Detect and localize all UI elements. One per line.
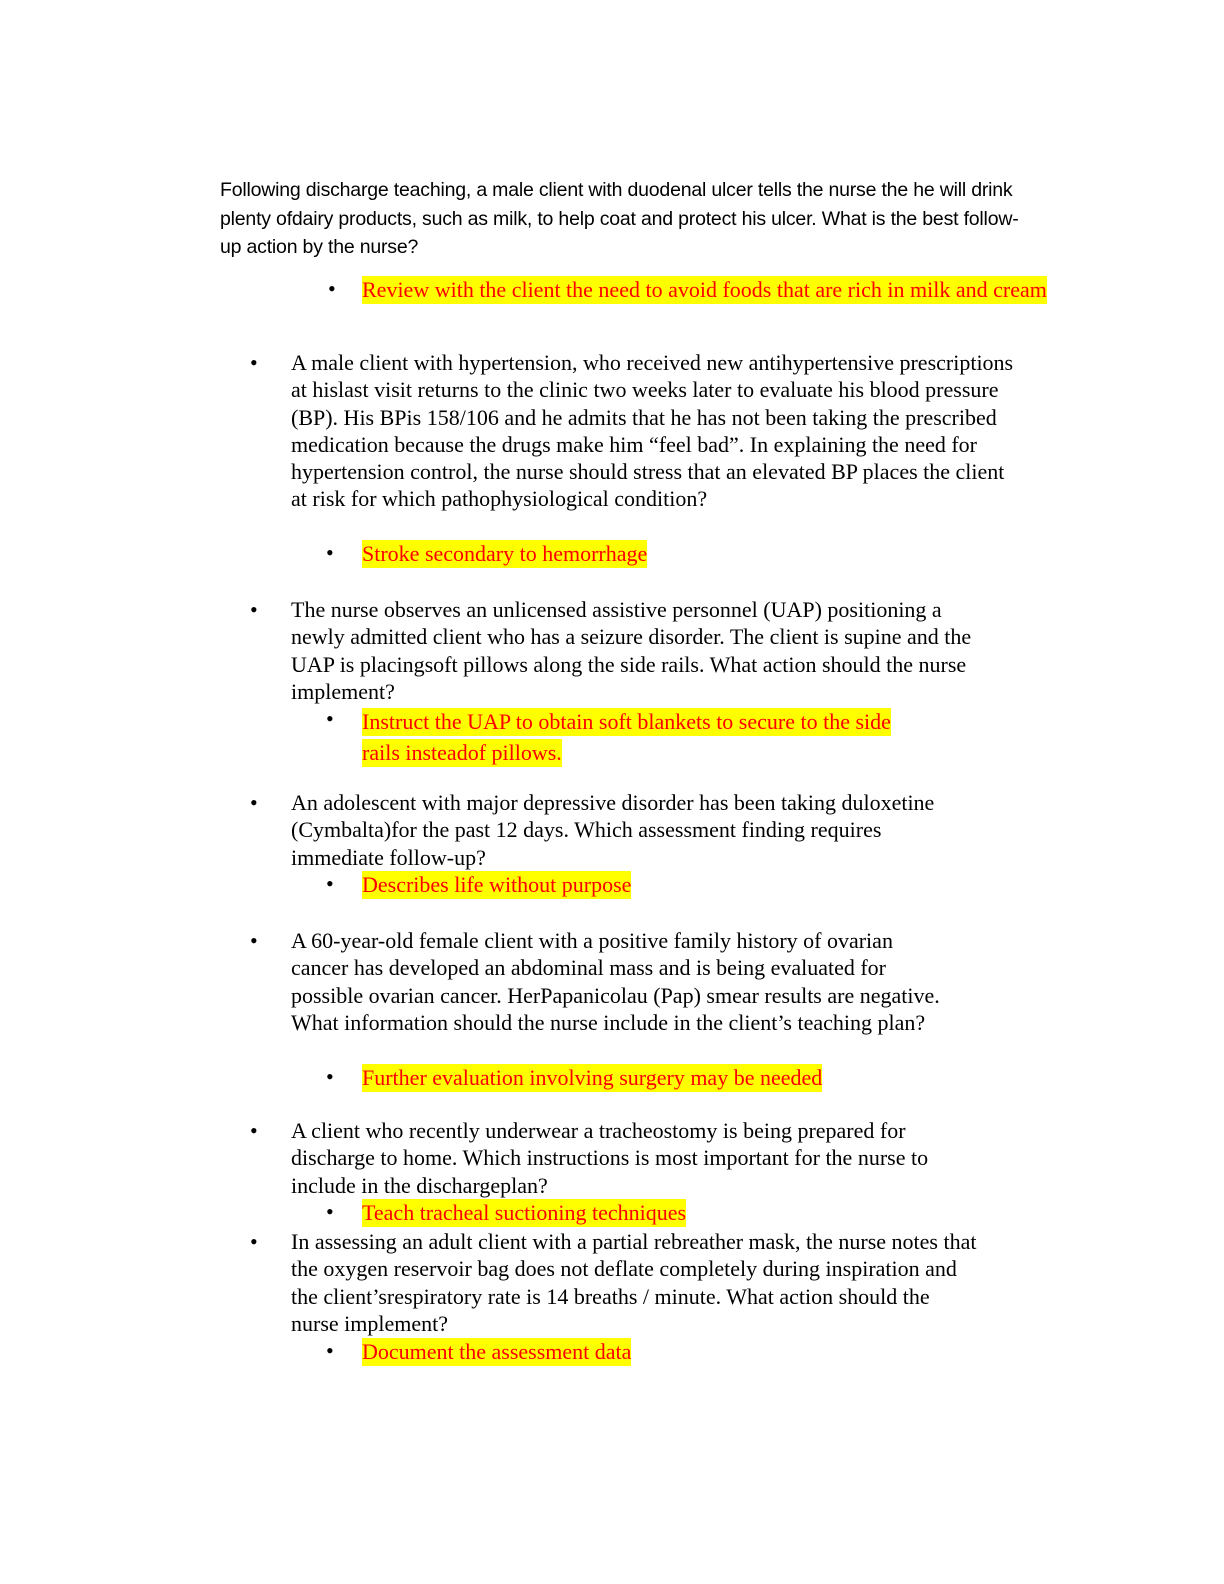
question-text: A 60-year-old female client with a posit… — [291, 928, 940, 1035]
answer-bullet: • — [326, 871, 334, 896]
answer-bullet: • — [326, 540, 334, 565]
question-text: An adolescent with major depressive diso… — [291, 790, 935, 870]
question-bullet: • — [250, 790, 258, 815]
answer-text: Further evaluation involving surgery may… — [362, 1064, 823, 1092]
intro-question: Following discharge teaching, a male cli… — [220, 179, 1019, 259]
answer-bullet: • — [328, 276, 336, 301]
question-bullet: • — [250, 350, 258, 375]
answer-bullet: • — [326, 706, 334, 731]
answer-2: • Instruct the UAP to obtain soft blanke… — [326, 706, 922, 768]
question-bullet: • — [250, 597, 258, 622]
answer-3: • Describes life without purpose — [326, 871, 632, 899]
question-text: In assessing an adult client with a part… — [291, 1229, 977, 1336]
question-bullet: • — [250, 1229, 258, 1254]
answer-text: Stroke secondary to hemorrhage — [362, 540, 648, 568]
answer-5: • Teach tracheal suctioning techniques — [326, 1199, 687, 1227]
answer-4: • Further evaluation involving surgery m… — [326, 1064, 823, 1092]
answer-text: Review with the client the need to avoid… — [362, 276, 1047, 304]
question-bullet: • — [250, 1118, 258, 1143]
answer-text: Document the assessment data — [362, 1338, 632, 1366]
answer-text: Describes life without purpose — [362, 871, 632, 899]
answer-6: • Document the assessment data — [326, 1338, 632, 1366]
answer-text: Instruct the UAP to obtain soft blankets… — [362, 708, 891, 767]
answer-bullet: • — [326, 1199, 334, 1224]
answer-bullet: • — [326, 1338, 334, 1363]
question-text: A male client with hypertension, who rec… — [291, 350, 1014, 512]
answer-text: Teach tracheal suctioning techniques — [362, 1199, 687, 1227]
answer-1: • Stroke secondary to hemorrhage — [326, 540, 648, 568]
question-text: The nurse observes an unlicensed assisti… — [291, 597, 972, 704]
question-bullet: • — [250, 928, 258, 953]
question-text: A client who recently underwear a trache… — [291, 1118, 929, 1198]
answer-bullet: • — [326, 1064, 334, 1089]
answer-0: • Review with the client the need to avo… — [328, 276, 1052, 304]
